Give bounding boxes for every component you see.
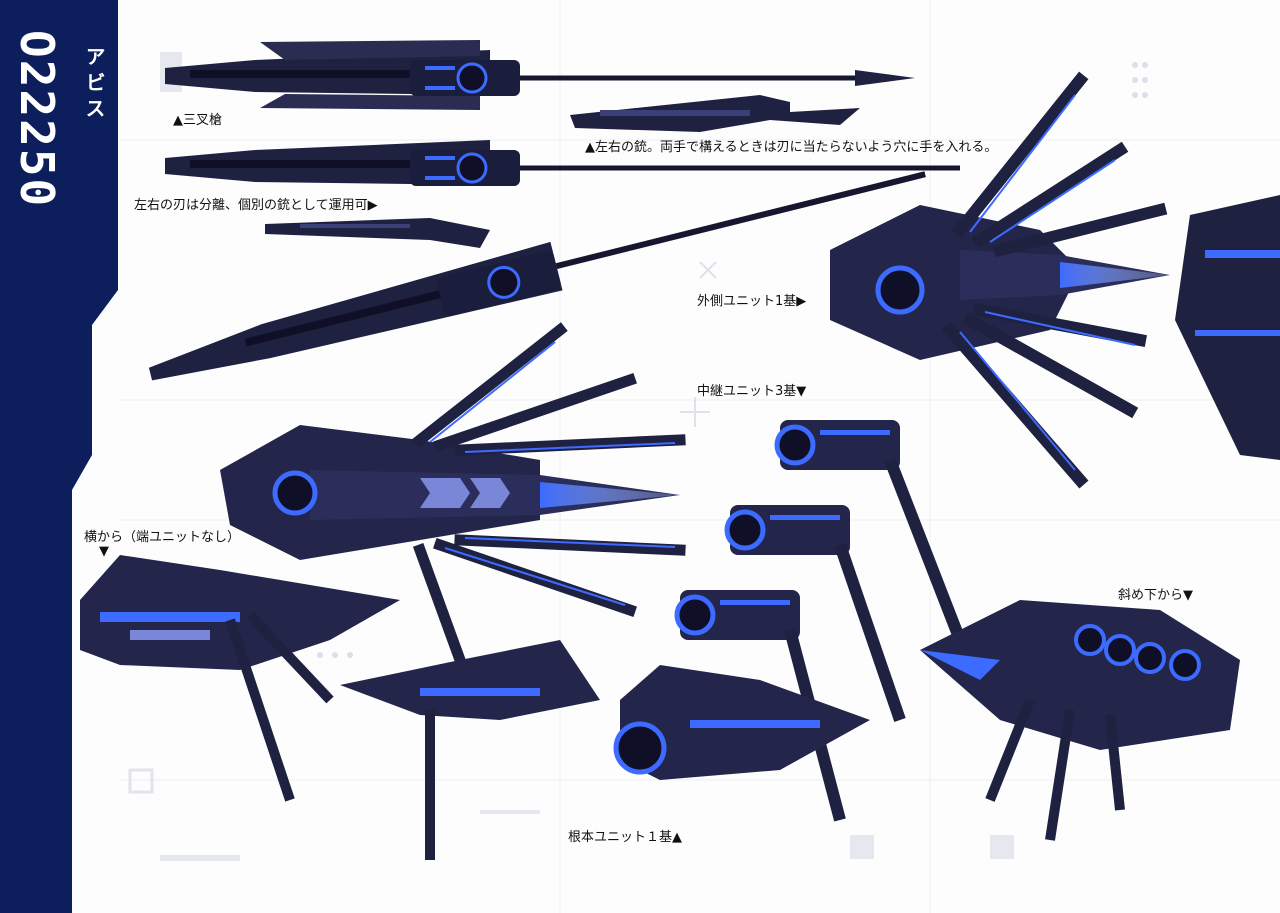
main-body-illustration: [220, 322, 686, 668]
gun-right-illustration: [570, 95, 860, 132]
blade-illustration: [265, 218, 490, 248]
sidebar-band: [0, 0, 118, 913]
caption-root-unit: 根本ユニット１基▲: [568, 830, 682, 845]
caption-guns: ▲左右の銃。両手で構えるときは刃に当たらないよう穴に手を入れる。: [585, 140, 998, 155]
root-side-illustration: [340, 640, 600, 860]
partial-unit-illustration: [1175, 195, 1280, 460]
caption-diagonal-below: 斜め下から▼: [1118, 588, 1193, 603]
product-name: アビス: [82, 46, 106, 124]
diagonal-below-illustration: [920, 600, 1240, 841]
trident-illustration: [165, 40, 915, 110]
root-unit-illustration: [613, 665, 870, 780]
caption-side-view: 横から（端ユニットなし）: [84, 530, 241, 545]
outer-unit-illustration: [830, 71, 1170, 489]
caption-relay-units: 中継ユニット3基▼: [697, 384, 807, 399]
caption-side-view-arrow: ▼: [99, 544, 109, 559]
trident-illustration-2: [165, 140, 960, 186]
caption-trident: ▲三叉槍: [173, 113, 222, 128]
diagonal-trident-illustration: [148, 171, 926, 381]
relay-units-illustration: [674, 420, 966, 822]
caption-blades: 左右の刃は分離、個別の銃として運用可▶: [134, 198, 378, 213]
page-number: 8: [44, 868, 52, 884]
product-code: O22250: [10, 30, 64, 209]
side-view-illustration: [80, 555, 400, 802]
caption-outer-unit: 外側ユニット1基▶: [697, 294, 807, 309]
